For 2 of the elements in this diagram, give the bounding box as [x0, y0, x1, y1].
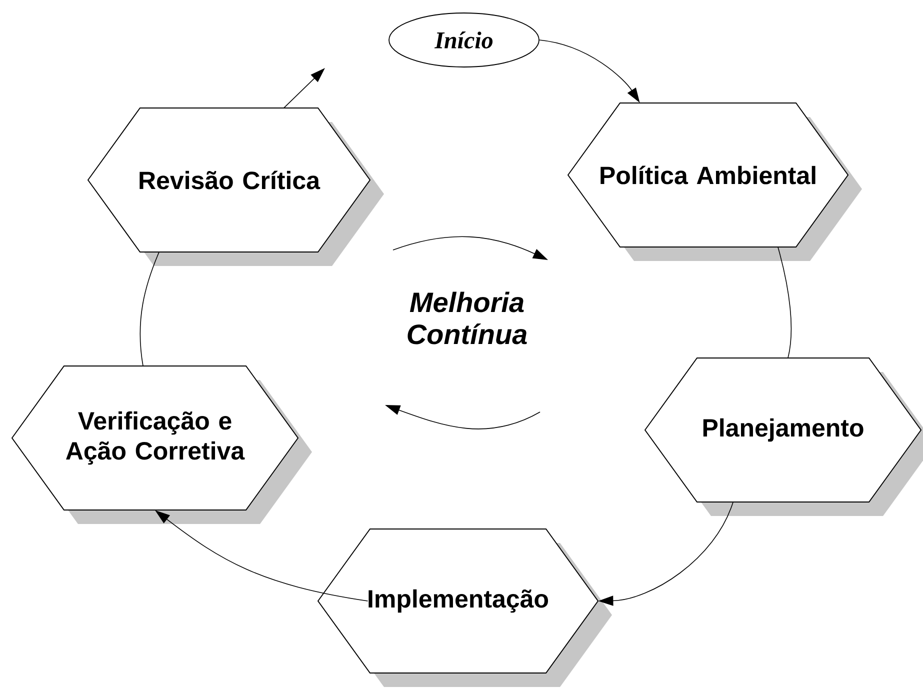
center-label: Melhoria Contínua	[408, 292, 527, 344]
node-label: Planejamento	[703, 418, 864, 442]
